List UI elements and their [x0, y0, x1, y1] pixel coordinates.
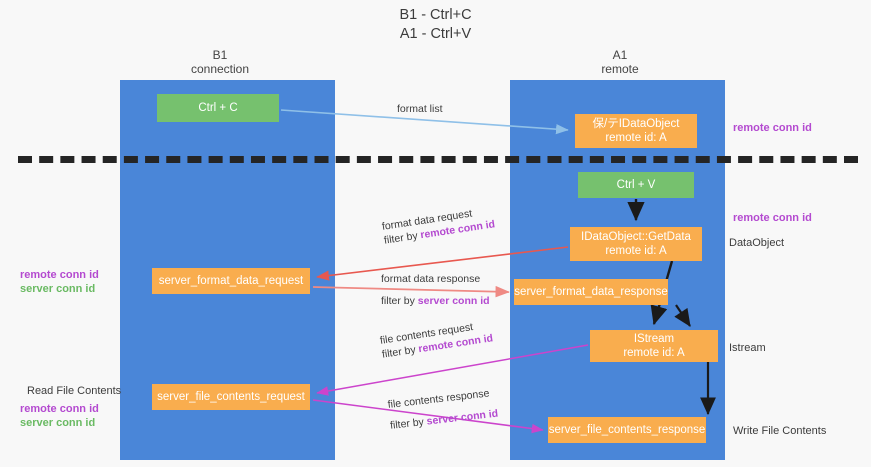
annotation-left-bot-server: server conn id — [20, 417, 96, 429]
annotation-remote-conn-id-top: remote conn id — [733, 122, 812, 134]
column-a1-role: remote — [601, 62, 639, 76]
annotation-left-mid-remote: remote conn id — [20, 269, 99, 281]
node-server-format-data-request[interactable]: server_format_data_request — [152, 268, 310, 294]
annotation-left-mid-server: server conn id — [20, 283, 96, 295]
annotation-left-middle: remote conn id server conn id — [20, 268, 99, 296]
edge-label-format-data-response: format data response filter by server co… — [381, 272, 490, 308]
node-idataobject[interactable]: 保/テIDataObject remote id: A — [575, 114, 697, 148]
title-line-2: A1 - Ctrl+V — [399, 26, 472, 42]
column-b1-role: connection — [190, 62, 250, 76]
node-istream-sub: remote id: A — [623, 347, 685, 359]
node-ctrl-c-label: Ctrl + C — [198, 102, 238, 114]
edge-label-fdresp-line1: format data response — [381, 273, 481, 285]
node-fmt-request-label: server_format_data_request — [158, 275, 304, 287]
edge-label-fdresp-prefix: filter by — [381, 295, 418, 307]
annotation-read-file-contents: Read File Contents — [27, 385, 122, 397]
node-istream[interactable]: IStream remote id: A — [590, 330, 718, 362]
node-ctrl-v[interactable]: Ctrl + V — [578, 172, 694, 198]
edge-label-format-list-text: format list — [397, 103, 443, 115]
annotation-istream: Istream — [729, 342, 766, 354]
node-server-file-contents-request[interactable]: server_file_contents_request — [152, 384, 310, 410]
annotation-left-bot-remote: remote conn id — [20, 403, 99, 415]
annotation-dataobject: DataObject — [729, 237, 785, 249]
node-ctrl-c[interactable]: Ctrl + C — [157, 94, 279, 122]
edge-label-format-list: format list — [397, 102, 443, 116]
edge-label-fdresp-highlight: server conn id — [417, 295, 490, 307]
node-getdata-sub: remote id: A — [605, 245, 667, 257]
edge-fmt-response-to-istream — [674, 304, 691, 327]
node-ctrl-v-label: Ctrl + V — [616, 179, 656, 191]
title-line-1: B1 - Ctrl+C — [399, 7, 472, 23]
annotation-left-bottom: remote conn id server conn id — [20, 402, 99, 430]
diagram-title: B1 - Ctrl+C A1 - Ctrl+V — [0, 6, 871, 44]
edge-format-data-request — [316, 246, 569, 281]
node-idataobject-label: 保/テIDataObject — [592, 118, 680, 130]
node-fmt-response-label: server_format_data_response — [514, 286, 668, 298]
edge-file-contents-request — [316, 344, 589, 396]
phase-divider — [18, 156, 858, 163]
column-header-a1: A1 remote — [540, 48, 700, 76]
column-b1-name: B1 — [212, 48, 228, 62]
node-idataobject-getdata[interactable]: IDataObject::GetData remote id: A — [570, 227, 702, 261]
edge-file-contents-response — [312, 399, 544, 434]
column-a1-name: A1 — [612, 48, 628, 62]
node-file-request-label: server_file_contents_request — [157, 391, 305, 403]
edge-label-fdresp-line2: filter by server conn id — [381, 294, 490, 308]
node-getdata-label: IDataObject::GetData — [581, 231, 691, 243]
node-istream-label: IStream — [633, 333, 675, 345]
column-header-b1: B1 connection — [140, 48, 300, 76]
edge-format-list — [280, 109, 569, 135]
node-server-file-contents-response[interactable]: server_file_contents_response — [548, 417, 706, 443]
node-idataobject-sub: remote id: A — [605, 132, 667, 144]
edge-format-data-response — [312, 285, 510, 298]
annotation-write-file-contents: Write File Contents — [733, 425, 827, 437]
node-server-format-data-response[interactable]: server_format_data_response — [514, 279, 668, 305]
annotation-remote-conn-id-mid: remote conn id — [733, 212, 812, 224]
node-file-response-label: server_file_contents_response — [548, 424, 706, 436]
